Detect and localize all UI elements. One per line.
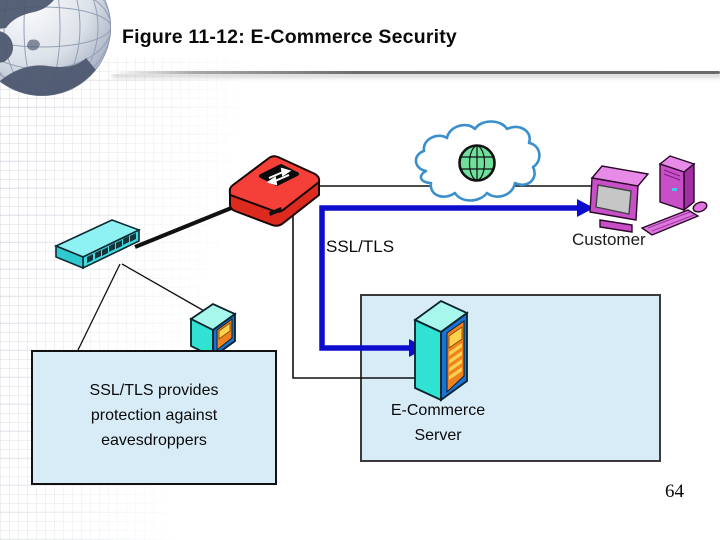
title-divider [110,71,720,74]
internet-cloud-icon [414,120,541,202]
callout-text: SSL/TLS provides protection against eave… [89,382,219,449]
customer-label: Customer [572,230,646,249]
router-icon [228,155,321,227]
page-title: Figure 11-12: E-Commerce Security [122,26,457,48]
ecommerce-server-label: E-Commerce Server [390,402,486,444]
customer-pc-icon [589,155,708,236]
ecommerce-server-icon [413,299,469,402]
lan-server-icon [189,302,237,359]
page-number: 64 [665,481,684,502]
network-switch-icon [53,219,142,269]
internet-globe-icon [458,144,496,182]
ssl-tls-label: SSL/TLS [326,237,395,256]
callout-box [31,350,277,485]
globe-logo-icon [0,0,111,96]
